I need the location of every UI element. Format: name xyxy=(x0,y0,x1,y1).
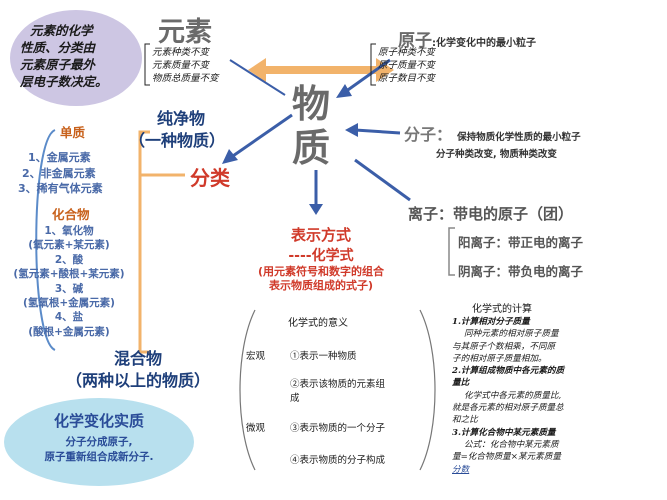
atom-fact: 原子种类不变 xyxy=(378,47,436,58)
atom-heading: 原子:化学变化中的最小粒子 xyxy=(398,26,536,51)
meaning-item: ②表示该物质的元素组 xyxy=(290,379,386,390)
ion-bracket xyxy=(448,227,455,276)
calc-heading: 量比 xyxy=(452,378,470,389)
matter-char: 物 xyxy=(292,81,331,126)
elemental-item: 1、金属元素 xyxy=(28,151,91,164)
cation-label: 阳离子：带正电的离子 xyxy=(458,235,584,250)
molecule-desc: 保持物质化学性质的最小粒子 xyxy=(457,132,581,143)
calc-heading: 2.计算组成物质中各元素的质 xyxy=(452,366,565,377)
pure-title: 纯净物 xyxy=(156,109,205,128)
mixture: 混合物 （两种以上的物质） xyxy=(58,348,218,392)
note-line: 元素的化学 xyxy=(30,23,93,38)
elemental-list: 1、金属元素 2、非金属元素 3、稀有气体元素 xyxy=(18,150,103,197)
calc-title: 化学式的计算 xyxy=(472,304,532,315)
compound-item: 1、氧化物 xyxy=(44,225,94,237)
calc-heading: 1.计算相对分子质量 xyxy=(452,317,530,327)
element-fact: 物质总质量不变 xyxy=(152,73,219,84)
note-line: 元素原子最外 xyxy=(20,57,96,72)
calc-text: 分数 xyxy=(452,464,470,475)
pure-substance: 纯净物 （一种物质） xyxy=(129,108,226,152)
classify-brace xyxy=(138,130,150,354)
molecule-heading: 分子： 保持物质化学性质的最小粒子 xyxy=(404,121,581,145)
calc-text: 化学式中各元素的质量比, xyxy=(464,390,562,401)
matter-title: 物 质 xyxy=(292,82,330,170)
atom-facts: 原子种类不变 原子质量不变 原子数目不变 xyxy=(378,46,435,85)
pure-sub: （一种物质） xyxy=(128,131,225,150)
molecule-note: 分子种类改变, 物质种类改变 xyxy=(436,149,557,160)
expression-paren: (用元素符号和数字的组合 xyxy=(257,265,385,278)
atom-fact: 原子数目不变 xyxy=(378,73,436,84)
elemental-item: 2、非金属元素 xyxy=(22,166,96,180)
anion-label: 阴离子：带负电的离子 xyxy=(458,264,584,279)
compound-item: (氧元素+某元素) xyxy=(28,239,110,252)
inner-brace xyxy=(35,129,56,351)
mixture-sub: （两种以上的物质） xyxy=(65,371,210,390)
meaning-bracket xyxy=(239,309,436,471)
compound-item: 2、酸 xyxy=(54,253,84,266)
meaning-item: ①表示一种物质 xyxy=(290,351,357,362)
element-facts: 元素种类不变 元素质量不变 物质总质量不变 xyxy=(152,46,219,85)
element-fact: 元素质量不变 xyxy=(152,60,210,71)
meaning-item: ④表示物质的分子构成 xyxy=(290,455,386,466)
mixture-title: 混合物 xyxy=(113,349,162,368)
compound-item: (酸根+金属元素) xyxy=(28,325,110,338)
chem-change-bubble xyxy=(4,398,194,486)
molecule-arrow xyxy=(345,123,401,137)
expression-sub: ----化学式 xyxy=(288,248,354,264)
calc-text: 与其原子个数相乘，不同原 xyxy=(452,341,556,352)
expression-arrow xyxy=(309,170,323,215)
calc-text: 量=化合物质量×某元素质量 xyxy=(452,452,561,463)
expression-title: 表示方式 xyxy=(290,226,351,244)
macro-label: 宏观 xyxy=(246,351,266,362)
atom-bracket xyxy=(370,43,376,86)
compound-item: (氢元素+酸根+某元素) xyxy=(13,268,125,281)
calc-text: 子的相对原子质量相加。 xyxy=(452,353,547,364)
top-left-note: 元素的化学 性质、分类由 元素原子最外 层电子数决定。 xyxy=(20,22,140,90)
calc-heading: 3.计算化合物中某元素质量 xyxy=(452,427,556,438)
molecule-title: 分子： xyxy=(404,125,453,144)
element-atom-double-arrow xyxy=(248,58,394,82)
note-bubble xyxy=(10,10,142,106)
element-title: 元素 xyxy=(158,17,212,48)
expression: 表示方式 ----化学式 (用元素符号和数字的组合 表示物质组成的式子) xyxy=(236,224,406,293)
micro-label: 微观 xyxy=(246,423,266,434)
ion-title: 离子：带电的原子（团） xyxy=(408,205,574,223)
chem-change: 化学变化实质 分子分成原子, 原子重新组合成新分子. xyxy=(4,410,194,464)
classify-arrow xyxy=(222,113,293,164)
meaning-item: 成 xyxy=(290,393,300,404)
classify-label: 分类 xyxy=(190,166,230,190)
atom-arrow xyxy=(336,58,391,98)
meaning-title: 化学式的意义 xyxy=(288,318,348,329)
meaning-item: ③表示物质的一个分子 xyxy=(290,423,386,434)
expression-paren: 表示物质组成的式子) xyxy=(268,279,374,292)
element-matter-link xyxy=(229,59,286,96)
compound-list: 1、氧化物 (氧元素+某元素) 2、酸 (氢元素+酸根+某元素) 3、碱 (氢氧… xyxy=(4,224,134,339)
compound-item: 3、碱 xyxy=(54,282,84,295)
element-fact: 元素种类不变 xyxy=(152,47,210,58)
compound-title: 化合物 xyxy=(52,207,90,222)
chem-change-line: 原子重新组合成新分子. xyxy=(44,451,154,463)
atom-desc: :化学变化中的最小粒子 xyxy=(432,38,536,49)
ion-link xyxy=(354,158,411,202)
note-line: 性质、分类由 xyxy=(20,40,96,55)
calc-text: 和之比 xyxy=(452,415,478,426)
elemental-item: 3、稀有气体元素 xyxy=(18,182,103,195)
note-line: 层电子数决定。 xyxy=(20,74,108,89)
element-bracket xyxy=(144,43,150,86)
atom-fact: 原子质量不变 xyxy=(378,60,436,71)
calc-text: 就是各元素的相对原子质量总 xyxy=(452,403,564,414)
chem-change-title: 化学变化实质 xyxy=(53,412,144,430)
atom-title: 原子 xyxy=(398,31,432,51)
calc-text: 同种元素的相对原子质量 xyxy=(464,329,559,340)
elemental-title: 单质 xyxy=(60,125,86,140)
calc-body: 1.计算相对分子质量 同种元素的相对原子质量 与其原子个数相乘，不同原 子的相对… xyxy=(452,316,657,476)
compound-item: (氢氧根+金属元素) xyxy=(23,297,115,310)
matter-char: 质 xyxy=(292,125,331,170)
compound-item: 4、盐 xyxy=(54,311,84,324)
chem-change-line: 分子分成原子, xyxy=(65,436,133,448)
calc-text: 公式：化合物中某元素质 xyxy=(464,439,559,450)
